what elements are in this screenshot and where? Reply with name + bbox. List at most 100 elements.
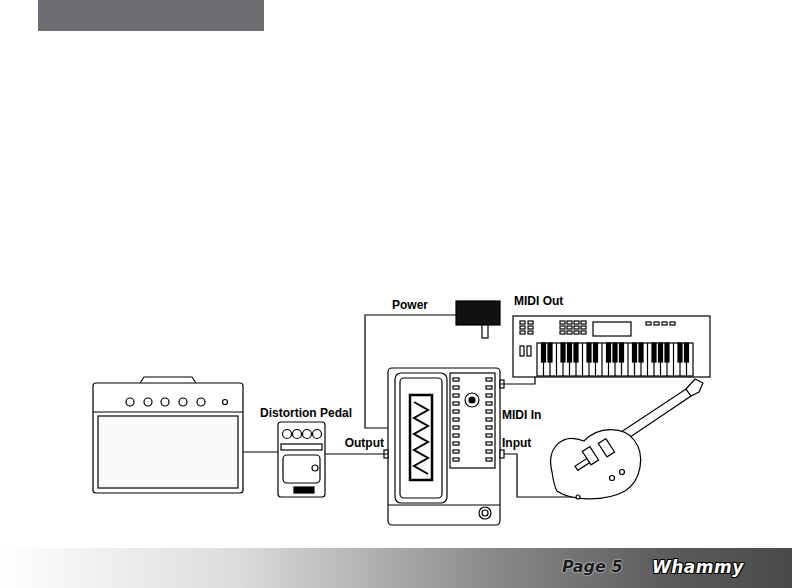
cable bbox=[325, 453, 388, 454]
led bbox=[453, 410, 459, 413]
amplifier-part bbox=[140, 377, 196, 383]
guitar-part bbox=[620, 470, 625, 475]
whammy-pedal-part bbox=[414, 402, 428, 474]
panel-button bbox=[560, 331, 565, 334]
led bbox=[486, 450, 492, 453]
brand-logo: Whammy bbox=[648, 556, 748, 578]
black-key bbox=[568, 343, 572, 362]
piano-keys bbox=[542, 343, 689, 376]
whammy-pedal-part bbox=[400, 378, 442, 498]
distortion-pedal-box: Distortion Pedal bbox=[278, 422, 325, 497]
amplifier-part bbox=[93, 411, 243, 412]
panel-button bbox=[654, 322, 659, 325]
panel-button bbox=[581, 326, 586, 329]
amplifier-part bbox=[126, 398, 134, 406]
panel-button bbox=[567, 331, 572, 334]
black-key bbox=[620, 343, 624, 362]
led bbox=[453, 402, 459, 405]
led bbox=[453, 418, 459, 421]
distortion-pedal-part bbox=[283, 455, 320, 483]
panel-button bbox=[574, 321, 579, 324]
guitar-part bbox=[576, 495, 580, 499]
amplifier-part bbox=[144, 398, 152, 406]
device-label: Distortion Pedal bbox=[260, 406, 352, 420]
key-edge bbox=[647, 343, 648, 376]
whammy-pedal-part bbox=[388, 368, 500, 525]
jack-label: Output bbox=[345, 436, 384, 450]
cable bbox=[365, 315, 456, 428]
black-key bbox=[652, 343, 656, 362]
distortion-pedal-part bbox=[312, 465, 318, 471]
distortion-pedal-part bbox=[303, 430, 312, 439]
amplifier bbox=[93, 377, 243, 493]
keyboard bbox=[513, 316, 710, 377]
panel-button bbox=[520, 326, 525, 329]
whammy-pedal-part bbox=[479, 507, 491, 519]
panel-button bbox=[670, 322, 675, 325]
wheel bbox=[520, 346, 524, 356]
distortion-pedal-part bbox=[278, 422, 325, 497]
led bbox=[453, 434, 459, 437]
amplifier-part bbox=[161, 398, 169, 406]
whammy-pedal-part bbox=[388, 504, 500, 505]
guitar bbox=[551, 379, 703, 499]
panel-button bbox=[520, 321, 525, 324]
black-key bbox=[639, 343, 643, 362]
guitar-part bbox=[598, 439, 614, 457]
key-edge bbox=[673, 343, 674, 376]
panel-button bbox=[581, 331, 586, 334]
panel-button bbox=[560, 321, 565, 324]
led bbox=[486, 378, 492, 381]
keyboard-part bbox=[513, 316, 710, 377]
panel-button bbox=[581, 321, 586, 324]
header-bar bbox=[38, 0, 264, 31]
device-label: MIDI Out bbox=[514, 294, 563, 308]
panel-button bbox=[560, 326, 565, 329]
black-key bbox=[594, 343, 598, 362]
led bbox=[453, 450, 459, 453]
power-supply-part bbox=[456, 301, 500, 325]
amplifier-part bbox=[98, 416, 238, 488]
whammy-pedal-box: OutputMIDI InInput bbox=[388, 368, 500, 525]
panel-button bbox=[528, 321, 533, 324]
whammy-pedal-part bbox=[395, 373, 447, 503]
key-edge bbox=[601, 343, 602, 376]
led bbox=[486, 442, 492, 445]
black-key bbox=[633, 343, 637, 362]
wire-part bbox=[243, 451, 278, 452]
whammy-pedal-part bbox=[410, 395, 432, 480]
led-column bbox=[453, 378, 492, 461]
led bbox=[486, 402, 492, 405]
black-key bbox=[678, 343, 682, 362]
power-supply-label-box: Power bbox=[456, 301, 500, 325]
whammy-pedal-part bbox=[465, 393, 479, 407]
led bbox=[486, 426, 492, 429]
panel-button bbox=[520, 331, 525, 334]
led bbox=[453, 458, 459, 461]
led bbox=[453, 378, 459, 381]
amplifier-part bbox=[179, 398, 187, 406]
black-key bbox=[613, 343, 617, 362]
led bbox=[486, 394, 492, 397]
panel-button bbox=[567, 321, 572, 324]
wheel bbox=[527, 346, 531, 356]
led bbox=[453, 442, 459, 445]
black-key bbox=[574, 343, 578, 362]
cable bbox=[500, 377, 535, 384]
guitar-part bbox=[610, 476, 615, 481]
distortion-pedal-part bbox=[313, 430, 322, 439]
black-key bbox=[659, 343, 663, 362]
guitar-part bbox=[551, 430, 641, 499]
whammy-pedal-part bbox=[482, 510, 488, 516]
black-key bbox=[685, 343, 689, 362]
power-supply bbox=[456, 301, 500, 338]
panel-button bbox=[528, 326, 533, 329]
led bbox=[486, 434, 492, 437]
panel-button bbox=[574, 331, 579, 334]
keyboard-part bbox=[593, 322, 631, 336]
guitar-part bbox=[686, 379, 703, 396]
distortion-pedal-part bbox=[294, 487, 314, 493]
